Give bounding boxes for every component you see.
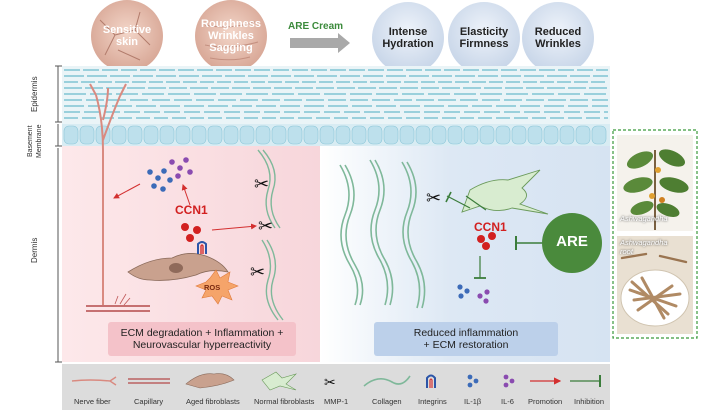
ros-label: ROS <box>204 283 221 292</box>
layer-brackets <box>55 65 62 363</box>
svg-text:✂: ✂ <box>324 374 336 390</box>
hydration-circle <box>372 2 444 74</box>
sensitive-skin-label: Sensitive skin <box>102 24 152 48</box>
normal-fibroblast <box>461 169 549 215</box>
are-cream-label: ARE Cream <box>288 21 344 32</box>
elasticity-circle <box>448 2 520 74</box>
ashwagandha-label: Ashwagandha <box>620 214 668 223</box>
nerve-fiber <box>89 83 127 305</box>
dermis-label: Dermis <box>30 237 39 263</box>
svg-text:✂: ✂ <box>250 262 265 282</box>
left-caption-box: ECM degradation + Inflammation + Neurova… <box>108 322 296 356</box>
legend-collagen: Collagen <box>372 397 402 406</box>
collagen-left <box>257 149 284 321</box>
roughness-label: Roughness Wrinkles Sagging <box>201 18 261 54</box>
hydration-label: Intense Hydration <box>382 26 434 50</box>
are-circle <box>542 213 602 273</box>
ccn1-left-label: CCN1 <box>175 203 208 217</box>
il-dots-right <box>457 284 490 304</box>
legend-nerve-fiber: Nerve fiber <box>74 397 111 406</box>
ros-burst <box>195 269 239 305</box>
legend-il1b: IL-1β <box>464 397 482 406</box>
il-dots-left <box>147 157 193 192</box>
legend-inhibition: Inhibition <box>574 397 605 406</box>
collagen-right <box>339 159 426 309</box>
ccn1-right-label: CCN1 <box>474 220 507 234</box>
epidermis-label: Epidermis <box>30 76 39 112</box>
legend-il6: IL-6 <box>501 397 514 406</box>
legend-integrins: Integrins <box>418 397 447 406</box>
wrinkles-circle <box>522 2 594 74</box>
svg-text:✂: ✂ <box>254 174 269 194</box>
legend-bar <box>62 364 610 410</box>
sensitive-skin-circle <box>91 0 163 72</box>
elasticity-label: Elasticity Firmness <box>459 26 509 50</box>
ccn1-dots-right <box>477 232 496 250</box>
legend-icons: ✂ <box>71 371 601 391</box>
rough-skin-circle <box>195 0 267 72</box>
ccn1-dots-left <box>181 223 201 242</box>
are-label: ARE <box>556 233 588 250</box>
legend-capillary: Capillary <box>134 397 164 406</box>
ashwagandha-root-label: Ashwagandha root <box>620 238 668 256</box>
legend-normal-fibroblasts: Normal fibroblasts <box>254 397 315 406</box>
basement-membrane-label: Basement Membrane <box>27 124 43 158</box>
scissors-left: ✂ ✂ ✂ <box>250 174 273 282</box>
legend-promotion: Promotion <box>528 397 563 406</box>
ashwagandha-root-image <box>620 252 690 327</box>
svg-text:✂: ✂ <box>258 216 273 236</box>
reduced-wrinkles-label: Reduced Wrinkles <box>534 26 582 50</box>
are-cream-arrow <box>290 33 350 53</box>
legend-aged-fibroblasts: Aged fibroblasts <box>186 397 240 406</box>
legend-mmp1: MMP-1 <box>324 397 349 406</box>
scissors-right: ✂ <box>426 188 441 208</box>
ashwagandha-plant-image <box>623 149 689 230</box>
right-caption-box: Reduced inflammation + ECM restoration <box>374 322 558 356</box>
capillary <box>86 293 150 312</box>
integrin <box>197 241 207 254</box>
